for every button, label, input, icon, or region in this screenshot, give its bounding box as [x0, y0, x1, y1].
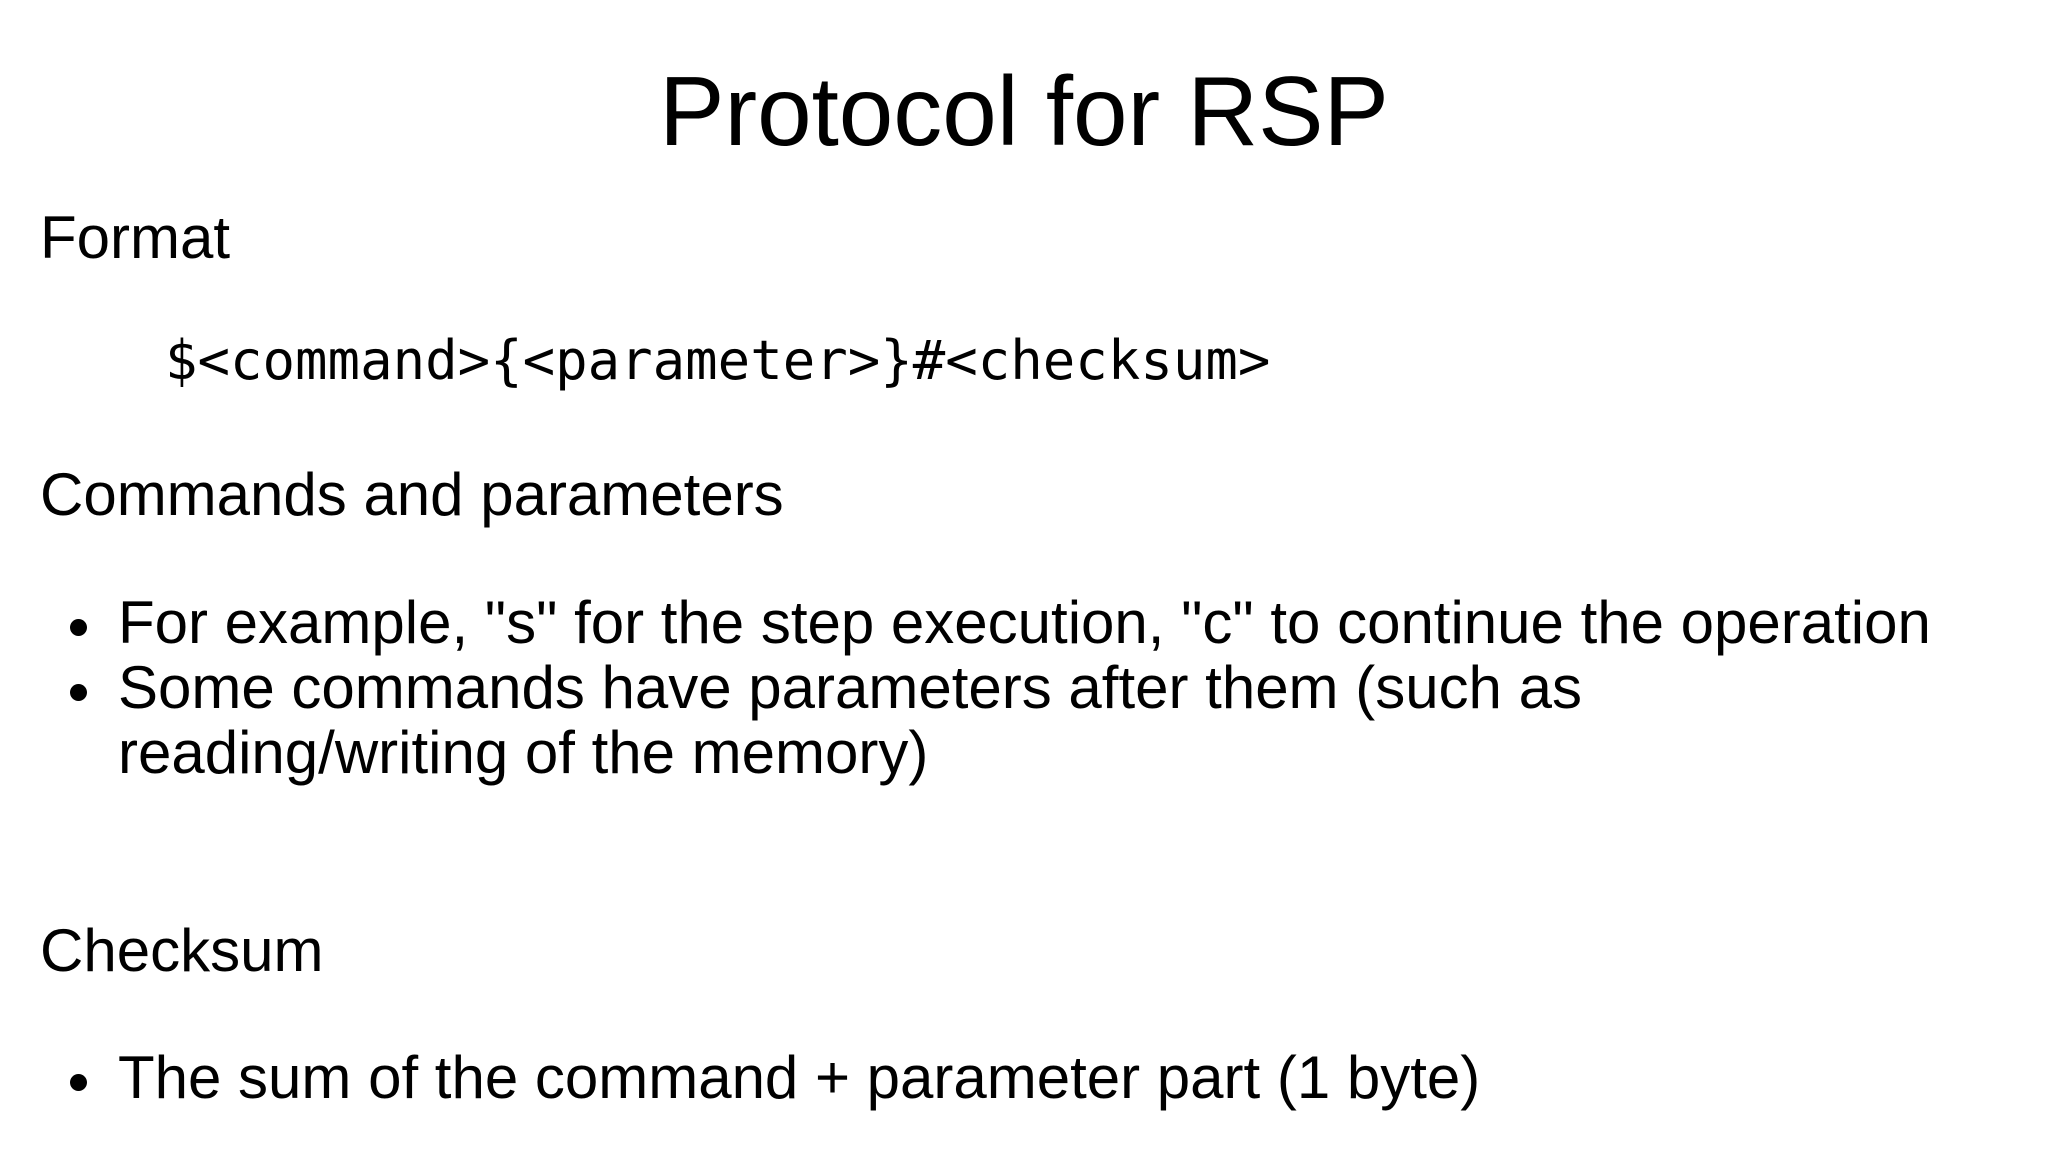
format-heading: Format: [40, 204, 231, 271]
list-item: Some commands have parameters after them…: [0, 655, 1960, 785]
format-code: $<command>{<parameter>}#<checksum>: [165, 329, 1271, 392]
list-item-text: The sum of the command + parameter part …: [118, 1044, 1481, 1111]
checksum-bullet-list: The sum of the command + parameter part …: [0, 1045, 1960, 1110]
list-item-text: For example, "s" for the step execution,…: [118, 589, 1931, 656]
slide-title: Protocol for RSP: [659, 56, 1389, 166]
bullet-dot-icon: [70, 619, 87, 636]
bullet-dot-icon: [70, 1074, 87, 1091]
checksum-heading: Checksum: [40, 917, 324, 984]
list-item: The sum of the command + parameter part …: [0, 1045, 1960, 1110]
commands-heading: Commands and parameters: [40, 461, 784, 528]
commands-bullet-list: For example, "s" for the step execution,…: [0, 590, 1960, 785]
list-item-text: Some commands have parameters after them…: [118, 654, 1582, 786]
list-item: For example, "s" for the step execution,…: [0, 590, 1960, 655]
bullet-dot-icon: [70, 684, 87, 701]
